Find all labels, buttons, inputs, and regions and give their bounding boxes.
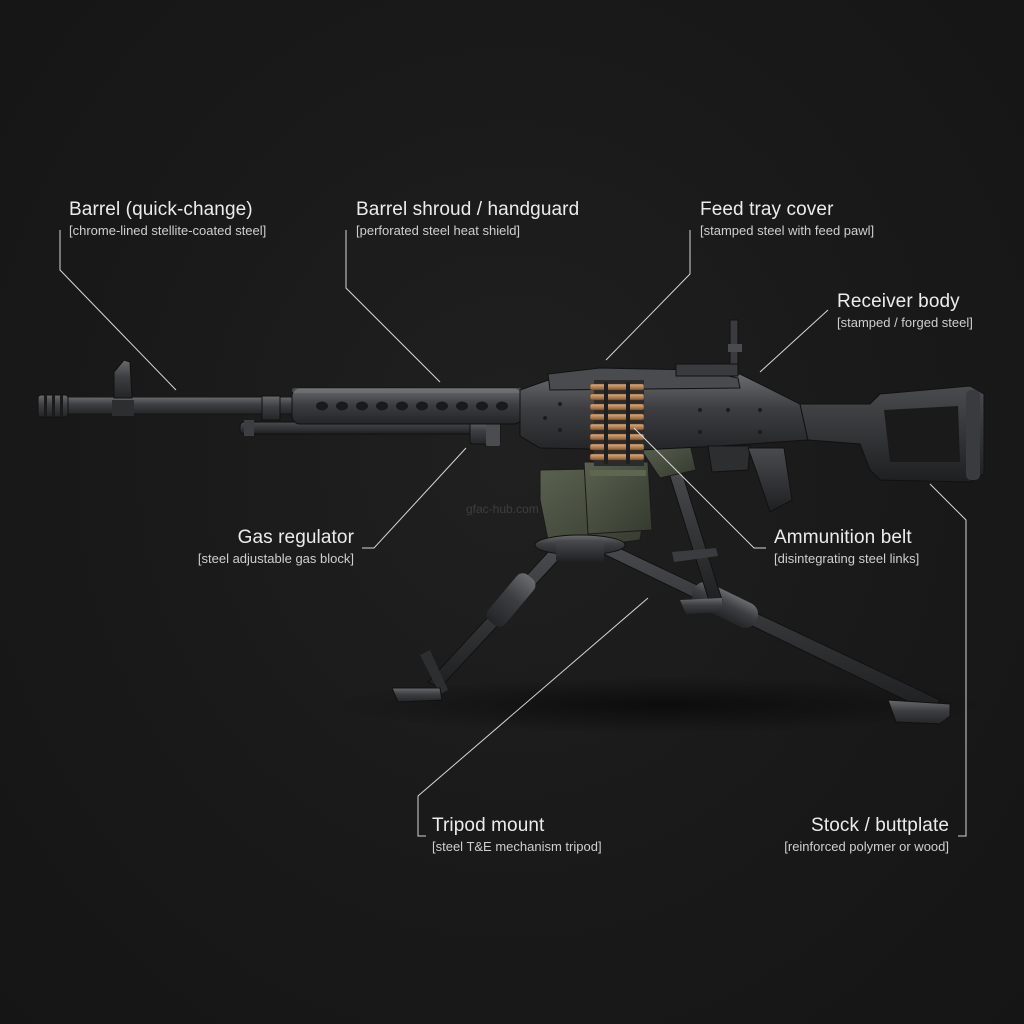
- label-feed-cover-name: Feed tray cover: [700, 199, 834, 220]
- label-barrel-material: [chrome-lined stellite-coated steel]: [69, 223, 267, 238]
- barrel: [37, 359, 301, 421]
- label-barrel: Barrel (quick-change) [chrome-lined stel…: [69, 199, 266, 239]
- leader-barrel: [59, 230, 177, 391]
- tripod: [391, 465, 951, 725]
- label-gas: Gas regulator [steel adjustable gas bloc…: [198, 527, 354, 567]
- ammo-box: [583, 443, 697, 535]
- label-shroud-name: Barrel shroud / handguard: [356, 199, 580, 220]
- label-feed-cover: Feed tray cover [stamped steel with feed…: [700, 199, 874, 239]
- label-stock-material: [reinforced polymer or wood]: [784, 839, 949, 854]
- leader-tripod: [417, 597, 649, 837]
- leader-feed-cover: [605, 230, 691, 361]
- leader-stock: [929, 483, 967, 837]
- label-shroud-material: [perforated steel heat shield]: [356, 223, 521, 238]
- watermark: gfac-hub.com: [466, 502, 539, 516]
- label-gas-name: Gas regulator: [237, 527, 354, 548]
- stock: [799, 385, 985, 483]
- ammunition-belt: [589, 380, 645, 466]
- label-barrel-name: Barrel (quick-change): [69, 199, 253, 220]
- leader-shroud: [345, 230, 441, 383]
- label-stock: Stock / buttplate [reinforced polymer or…: [784, 815, 949, 855]
- label-shroud: Barrel shroud / handguard [perforated st…: [356, 199, 579, 239]
- label-receiver-material: [stamped / forged steel]: [837, 315, 973, 330]
- leader-receiver: [759, 309, 829, 373]
- leader-gas: [362, 447, 467, 549]
- label-tripod-material: [steel T&E mechanism tripod]: [432, 839, 602, 854]
- gas-system: [239, 418, 501, 446]
- leader-lines: [59, 230, 967, 837]
- ground-shadow: [330, 677, 990, 733]
- label-stock-name: Stock / buttplate: [811, 815, 949, 836]
- label-receiver-name: Receiver body: [837, 291, 960, 312]
- barrel-shroud: [291, 387, 523, 425]
- label-receiver: Receiver body [stamped / forged steel]: [837, 291, 973, 331]
- label-ammo: Ammunition belt [disintegrating steel li…: [774, 527, 919, 567]
- label-ammo-name: Ammunition belt: [774, 527, 912, 548]
- label-tripod-name: Tripod mount: [432, 815, 545, 836]
- label-feed-cover-material: [stamped steel with feed pawl]: [700, 223, 875, 238]
- label-gas-material: [steel adjustable gas block]: [197, 551, 354, 566]
- label-ammo-material: [disintegrating steel links]: [774, 551, 920, 566]
- label-tripod: Tripod mount [steel T&E mechanism tripod…: [432, 815, 602, 855]
- leader-ammo: [633, 427, 766, 549]
